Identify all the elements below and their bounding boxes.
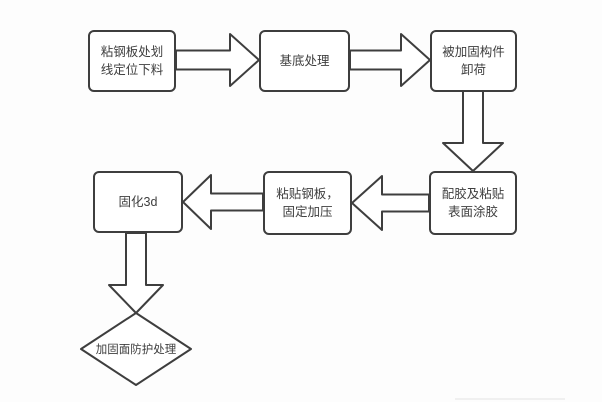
arrow-down-n3-n4-icon: [442, 90, 504, 172]
arrow-left-n5-n6-icon: [182, 174, 264, 230]
node-adhesive-coating: 配胶及粘贴表面涂胶: [429, 171, 517, 235]
node-member-unloading: 被加固构件卸荷: [430, 30, 517, 92]
node-surface-protection-label: 加固面防护处理: [95, 344, 177, 356]
diamond-node-shape: [80, 312, 192, 386]
node-curing: 固化3d: [93, 171, 183, 233]
arrow-left-n4-n5-icon: [351, 175, 430, 231]
node-layout-cutting: 粘钢板处划线定位下料: [88, 30, 176, 92]
watermark-smudge: [455, 398, 565, 400]
arrow-right-n2-n3-icon: [349, 33, 431, 87]
arrow-down-n6-n7-icon: [108, 232, 164, 314]
arrow-right-n1-n2-icon: [175, 33, 260, 87]
node-substrate-treatment: 基底处理: [259, 30, 350, 92]
node-bond-steel-plate: 粘贴钢板，固定加压: [263, 171, 352, 235]
